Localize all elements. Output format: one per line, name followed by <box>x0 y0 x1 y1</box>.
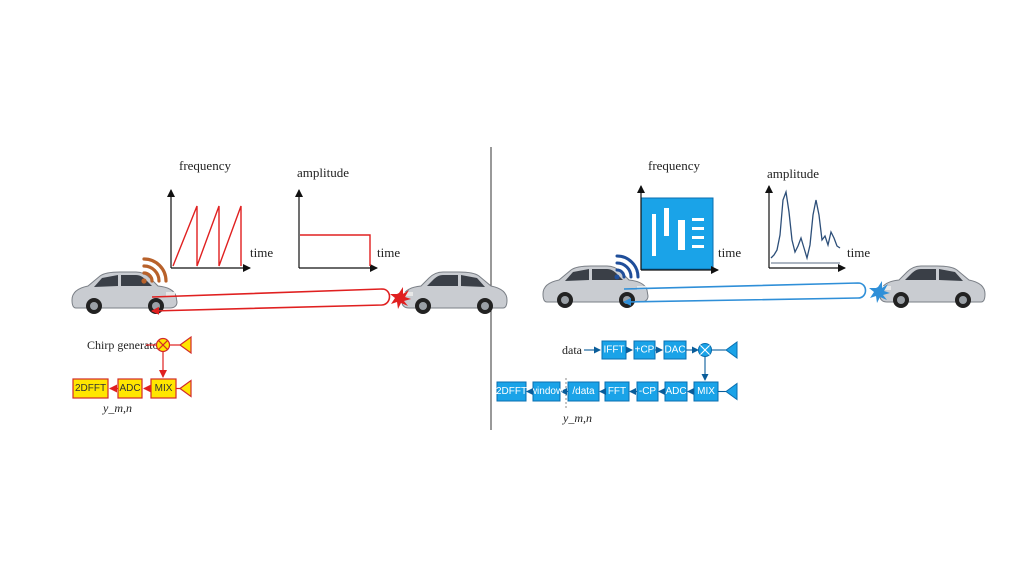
svg-text:MIX: MIX <box>697 386 715 397</box>
fmcw-radar-car <box>71 271 178 315</box>
chirp-sawtooth-signal <box>172 205 242 267</box>
ofdm-adc-block: ADC <box>664 381 688 402</box>
fft-block: FFT <box>604 381 630 402</box>
divide-data-block: /data <box>567 381 600 402</box>
ofdm-2dfft-block: 2DFFT <box>496 381 527 402</box>
svg-text:-CP: -CP <box>639 386 657 397</box>
ofdm-amplitude-label: amplitude <box>767 166 819 181</box>
ofdm-output-symbol: y_m,n <box>562 411 592 425</box>
data-input-label: data <box>562 343 583 357</box>
wifi-signal-icon <box>141 257 168 284</box>
ofdm-wifi-signal-icon <box>614 254 640 280</box>
ofdm-amplitude-time-label: time <box>847 245 870 260</box>
fmcw-tx-antenna-icon <box>178 335 192 355</box>
svg-text:DAC: DAC <box>664 345 685 356</box>
remove-cp-block: -CP <box>636 381 659 402</box>
ofdm-tx-antenna-icon <box>725 341 738 359</box>
fmcw-signal-path <box>151 288 391 315</box>
ofdm-reflection-burst-icon <box>869 281 890 303</box>
ofdm-mixer-node <box>697 342 713 358</box>
fmcw-2dfft-block: 2DFFT <box>72 378 109 399</box>
window-block: window <box>529 381 564 402</box>
constant-amplitude-signal <box>300 234 371 266</box>
fmcw-frequency-label: frequency <box>179 158 231 173</box>
svg-text:MIX: MIX <box>155 383 173 394</box>
fmcw-block-diagram: Chirp generator MIX ADC <box>72 335 192 415</box>
add-cp-block: +CP <box>633 340 656 360</box>
fmcw-output-symbol: y_m,n <box>102 401 132 415</box>
svg-text:/data: /data <box>572 386 595 397</box>
fmcw-amplitude-label: amplitude <box>297 165 349 180</box>
fmcw-adc-block: ADC <box>117 378 143 399</box>
svg-text:ADC: ADC <box>665 386 686 397</box>
ofdm-mix-block: MIX <box>693 381 719 402</box>
dac-block: DAC <box>663 340 687 360</box>
fmcw-panel: frequency time amplitude time <box>71 158 508 415</box>
svg-text:ADC: ADC <box>119 383 140 394</box>
ofdm-block-diagram: data IFFT +CP DAC <box>496 340 738 425</box>
chirp-generator-label: Chirp generator <box>87 338 163 352</box>
svg-text:FFT: FFT <box>608 386 626 397</box>
ofdm-target-car <box>879 265 986 309</box>
ofdm-frequency-plot: frequency time <box>637 158 741 274</box>
ofdm-amplitude-plot: amplitude time <box>765 166 870 272</box>
svg-text:2DFFT: 2DFFT <box>75 383 106 394</box>
ifft-block: IFFT <box>601 340 627 360</box>
fmcw-frequency-time-label: time <box>250 245 273 260</box>
fmcw-mixer-node <box>155 337 171 353</box>
ofdm-frequency-label: frequency <box>648 158 700 173</box>
ofdm-panel: frequency time amplitude time <box>496 158 986 425</box>
ofdm-grid-bars <box>652 208 704 256</box>
svg-text:IFFT: IFFT <box>603 345 624 356</box>
fmcw-frequency-plot: frequency time <box>167 158 273 272</box>
svg-text:+CP: +CP <box>635 345 655 356</box>
fmcw-amplitude-time-label: time <box>377 245 400 260</box>
ofdm-signal-path <box>623 282 867 306</box>
svg-text:2DFFT: 2DFFT <box>496 386 527 397</box>
ofdm-rx-antenna-icon <box>725 382 738 401</box>
ofdm-amplitude-signal <box>770 189 841 261</box>
fmcw-rx-antenna-icon <box>178 379 192 398</box>
ofdm-frequency-time-label: time <box>718 245 741 260</box>
ofdm-resource-grid <box>640 197 714 270</box>
svg-text:window: window <box>529 386 564 397</box>
reflection-burst-icon <box>390 287 411 309</box>
fmcw-mix-block: MIX <box>150 378 177 399</box>
fmcw-amplitude-plot: amplitude time <box>295 165 400 272</box>
